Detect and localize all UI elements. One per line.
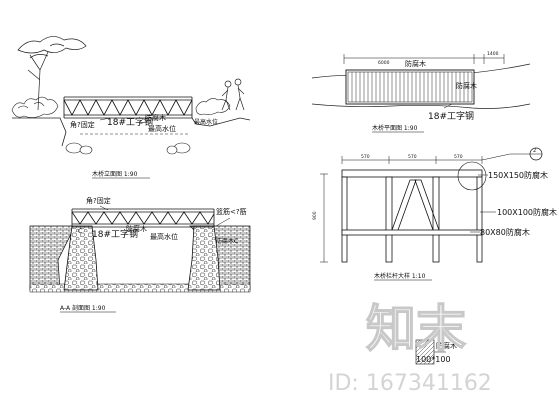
section-truss	[71, 208, 215, 228]
section-fix-note: 角?固定	[86, 196, 111, 205]
plan-view: 6000 1400 防腐木 防腐木 18#工字钢 木桥平面图 1:90	[311, 51, 531, 133]
section-water-label: 最高水位	[150, 232, 178, 241]
watermark-id: ID: 167341162	[328, 371, 492, 396]
detail-wood-label: 防腐木	[436, 341, 457, 350]
railing-dim-w1: 570	[361, 154, 370, 160]
plan-title: 木桥平面图 1:90	[372, 124, 418, 132]
plan-deck	[345, 69, 475, 105]
section-beam-label: 18#工字钢	[92, 228, 138, 240]
railing-marker-number: 2	[533, 148, 536, 154]
railing-frame	[341, 169, 483, 263]
right-shrub-icon	[195, 98, 231, 115]
elevation-ground-label: 最高水位	[194, 118, 218, 126]
section-left-note: C	[78, 228, 82, 235]
elevation-wood-label: 防腐木	[145, 113, 166, 122]
railing-callout	[457, 161, 487, 191]
section-right-note: 防腐木C	[216, 237, 238, 245]
detail-size-label: 100*100	[416, 355, 451, 364]
railing-dim-w3: 570	[454, 154, 463, 160]
elevation-water-label: 最高水位	[148, 124, 176, 133]
railing-detail: 570 570 570 900 2 150X150防腐木	[312, 147, 557, 281]
plan-wood-right-label: 防腐木	[456, 81, 477, 90]
plan-stream-bottom	[311, 103, 531, 109]
railing-post-label: 150X150防腐木	[488, 170, 548, 180]
section-abutment-right	[187, 225, 221, 291]
section-wood-label: 防腐木	[126, 224, 147, 233]
section-rebar-label: 篮筋<?筋	[216, 207, 247, 216]
elevation-beam-label: 18#工字钢	[107, 116, 153, 128]
elevation-fix-note: 角?固定	[70, 120, 95, 129]
plan-dim-side: 1400	[487, 51, 499, 57]
lower-detail: 防腐木 100*100	[415, 339, 457, 365]
elevation-view: 角?固定 18#工字钢 防腐木 最高水位 最高水位 木桥立面图 1:90	[11, 36, 251, 179]
plan-wood-top-label: 防腐木	[405, 59, 426, 68]
plan-beam-label: 18#工字钢	[428, 110, 474, 122]
right-bank	[191, 117, 251, 127]
tree-icon	[17, 36, 87, 111]
section-abutment-left	[63, 225, 99, 291]
section-view: 角?固定 防腐木 18#工字钢 最高水位 篮筋<?筋 防腐木C C A-A 剖面…	[29, 196, 251, 313]
elevation-title: 木桥立面图 1:90	[92, 170, 138, 178]
railing-dimensions	[320, 156, 483, 263]
left-bank	[12, 117, 67, 147]
railing-leaders	[470, 174, 496, 233]
elevation-leaders	[99, 117, 151, 125]
railing-dim-height: 900	[312, 211, 318, 220]
left-shrub-icon	[11, 96, 59, 118]
right-rocks	[166, 142, 191, 155]
left-rocks	[65, 142, 93, 155]
truss-bridge	[63, 96, 193, 119]
railing-brace-label: 80X80防腐木	[480, 227, 530, 237]
plan-dimension	[343, 54, 505, 64]
railing-dim-w2: 570	[408, 154, 417, 160]
watermark-logo: 知末	[366, 300, 466, 358]
section-title: A-A 剖面图 1:90	[60, 304, 106, 312]
railing-title: 木桥栏杆大样 1:10	[374, 272, 426, 280]
section-leaders	[99, 205, 231, 227]
railing-rail-label: 100X100防腐木	[497, 207, 557, 217]
railing-braces	[391, 179, 440, 231]
people-icon	[221, 78, 245, 111]
watermark: 知末 ID: 167341162	[328, 299, 492, 396]
plan-dim-total: 6000	[378, 60, 390, 66]
section-ground-bottom	[29, 283, 251, 293]
